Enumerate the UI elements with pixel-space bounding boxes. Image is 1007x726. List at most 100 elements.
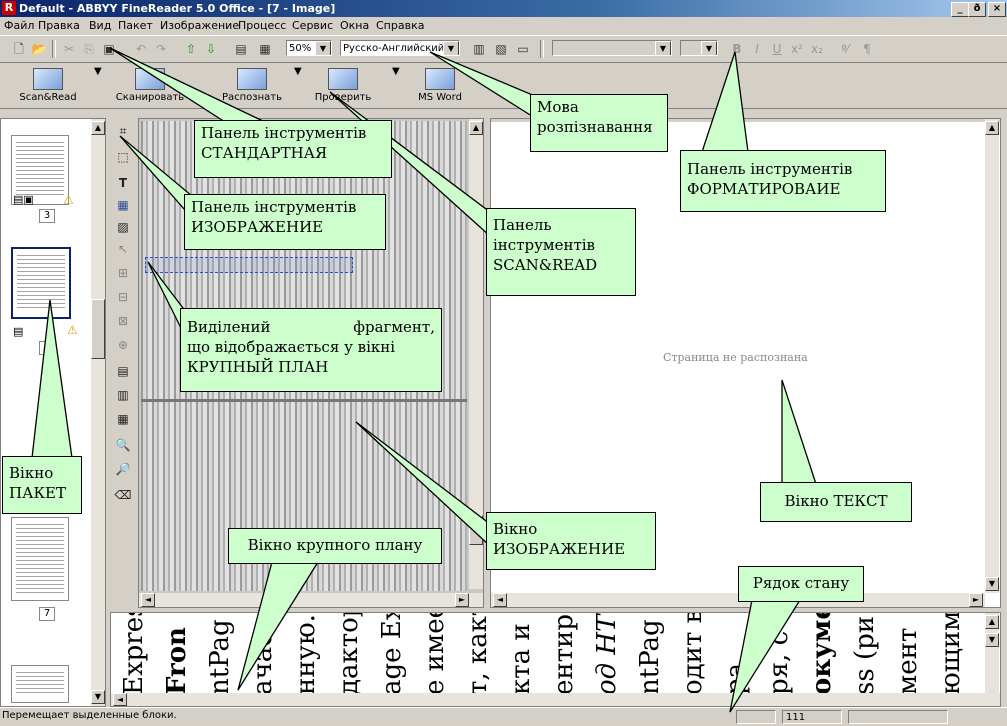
check-button[interactable]: Проверить [308,66,378,106]
menu-view[interactable]: Вид [89,19,112,32]
image-view-icon[interactable]: ▧ [495,42,507,56]
zoom-in-icon[interactable]: 🔎 [115,462,131,476]
minimize-button[interactable]: _ [951,2,969,17]
scroll-right-icon[interactable]: ► [969,593,983,607]
scroll-up-icon[interactable]: ▲ [91,121,105,135]
scroll-left-icon[interactable]: ◄ [493,593,507,607]
callout-image-window: Вікно ИЗОБРАЖЕНИЕ [486,512,656,570]
toolbar-separator [52,40,56,58]
properties-icon[interactable]: ▦ [259,42,271,56]
cut-block-icon[interactable]: ⊟ [117,290,129,304]
chevron-down-icon[interactable]: ▼ [392,66,400,77]
paragraph-icon[interactable]: ¶ [863,42,871,56]
not-recognized-message: Страница не распознана [663,351,808,364]
chevron-down-icon[interactable]: ▼ [94,66,102,77]
eraser-icon[interactable]: ⌫ [114,488,132,502]
underline-icon[interactable]: U [772,42,782,56]
page-icon[interactable]: ▤ [235,42,247,56]
font-select[interactable]: ▼ [552,40,672,56]
order-icon[interactable]: ⊠ [117,314,129,328]
italic-icon[interactable]: I [755,42,759,56]
menu-windows[interactable]: Окна [340,19,370,32]
scan-read-button[interactable]: Scan&Read [16,66,80,106]
scan-label: Сканировать [115,92,185,103]
pointer-text-window [781,379,817,485]
warning-icon: ⚠ [63,193,74,207]
pointer-icon[interactable]: ↖ [117,242,129,256]
scroll-up-icon[interactable]: ▲ [985,615,999,629]
pane-header [491,119,1000,122]
callout-line: ИЗОБРАЖЕНИЕ [191,218,324,236]
paste-icon[interactable]: ▣ [103,42,115,56]
arrow-up-icon[interactable]: ⇧ [185,42,197,56]
recognize-button[interactable]: Распознать [214,66,290,106]
undo-icon[interactable]: ↶ [135,42,147,56]
callout-line: СТАНДАРТНАЯ [201,144,328,162]
callout-image-toolbar: Панель інструментів ИЗОБРАЖЕНИЕ [184,194,386,250]
chevron-down-icon: ▼ [443,41,459,55]
selected-fragment[interactable] [145,257,353,273]
layout-icon[interactable]: ▥ [473,42,485,56]
menu-batch[interactable]: Пакет [118,19,153,32]
copy-icon[interactable]: ⎘ [84,42,94,56]
cut-icon[interactable]: ✂ [63,42,75,56]
table-block-icon[interactable]: ▦ [117,198,129,212]
close-button[interactable]: × [988,2,1006,17]
scroll-down-icon[interactable]: ▼ [985,577,999,591]
block-select-icon[interactable]: ⌗ [119,124,127,138]
scroll-down-icon[interactable]: ▼ [985,633,999,647]
ms-word-label: MS Word [418,92,462,103]
zoom-out-icon[interactable]: 🔍 [115,438,131,452]
chevron-down-icon[interactable]: ▼ [294,66,302,77]
image-hscrollbar[interactable]: ◄ ► [139,593,483,607]
text-vscrollbar[interactable]: ▲ ▼ [985,119,999,593]
page-thumbnail-selected[interactable] [11,247,71,319]
scroll-thumb[interactable] [91,299,105,359]
menu-service[interactable]: Сервис [292,19,334,32]
zoom-hscrollbar[interactable]: ◄ [111,693,1000,706]
text-block-icon[interactable]: T [118,176,128,190]
scroll-right-icon[interactable]: ► [455,593,469,607]
scroll-down-icon[interactable]: ▼ [91,690,105,704]
text-view-icon[interactable]: ▭ [517,42,529,56]
open-folder-icon[interactable]: 📂 [31,42,47,56]
font-size-select[interactable]: ▼ [680,40,718,56]
menu-image[interactable]: Изображение [160,19,240,32]
menu-file[interactable]: Файл [4,19,35,32]
target-icon[interactable]: ⊕ [117,338,129,352]
scroll-up-icon[interactable]: ▲ [469,121,483,135]
menu-process[interactable]: Процесс [238,19,287,32]
columns-icon[interactable]: ▥ [117,388,129,402]
area-select-icon[interactable]: ⬚ [117,150,129,164]
spelling-icon[interactable]: ª⁄ [841,42,849,56]
batch-scrollbar[interactable]: ▲ ▼ [91,119,105,706]
zoom-select[interactable]: 50% ▼ [286,40,332,56]
grid-icon[interactable]: ▦ [117,412,129,426]
callout-line: Панель [493,216,552,234]
scroll-up-icon[interactable]: ▲ [985,121,999,135]
page-thumbnail[interactable] [11,665,69,703]
language-value: Русско-Английский [343,43,445,54]
bold-icon[interactable]: B [732,42,742,56]
add-block-icon[interactable]: ⊞ [117,266,129,280]
arrow-down-icon[interactable]: ⇩ [205,42,217,56]
page-status-icon: ▤▣ [13,193,34,206]
menu-edit[interactable]: Правка [38,19,80,32]
page-thumbnail[interactable] [11,517,69,601]
maximize-button[interactable]: ð [968,2,986,17]
scroll-left-icon[interactable]: ◄ [113,693,127,706]
picture-block-icon[interactable]: ▨ [117,220,129,234]
chevron-down-icon: ▼ [701,41,717,55]
ms-word-button[interactable]: MS Word [412,66,468,106]
zoom-vscrollbar[interactable]: ▲ ▼ [985,613,999,693]
redo-icon[interactable]: ↷ [155,42,167,56]
scroll-left-icon[interactable]: ◄ [141,593,155,607]
superscript-icon[interactable]: x² [791,42,803,56]
callout-standard-toolbar: Панель інструментів СТАНДАРТНАЯ [194,120,392,178]
menu-help[interactable]: Справка [376,19,425,32]
new-document-icon[interactable]: 🗋 [14,42,24,56]
subscript-icon[interactable]: x₂ [811,42,823,56]
rows-icon[interactable]: ▤ [117,364,129,378]
callout-batch-window: Вікно ПАКЕТ [2,456,82,514]
page-thumbnail[interactable] [11,135,69,205]
